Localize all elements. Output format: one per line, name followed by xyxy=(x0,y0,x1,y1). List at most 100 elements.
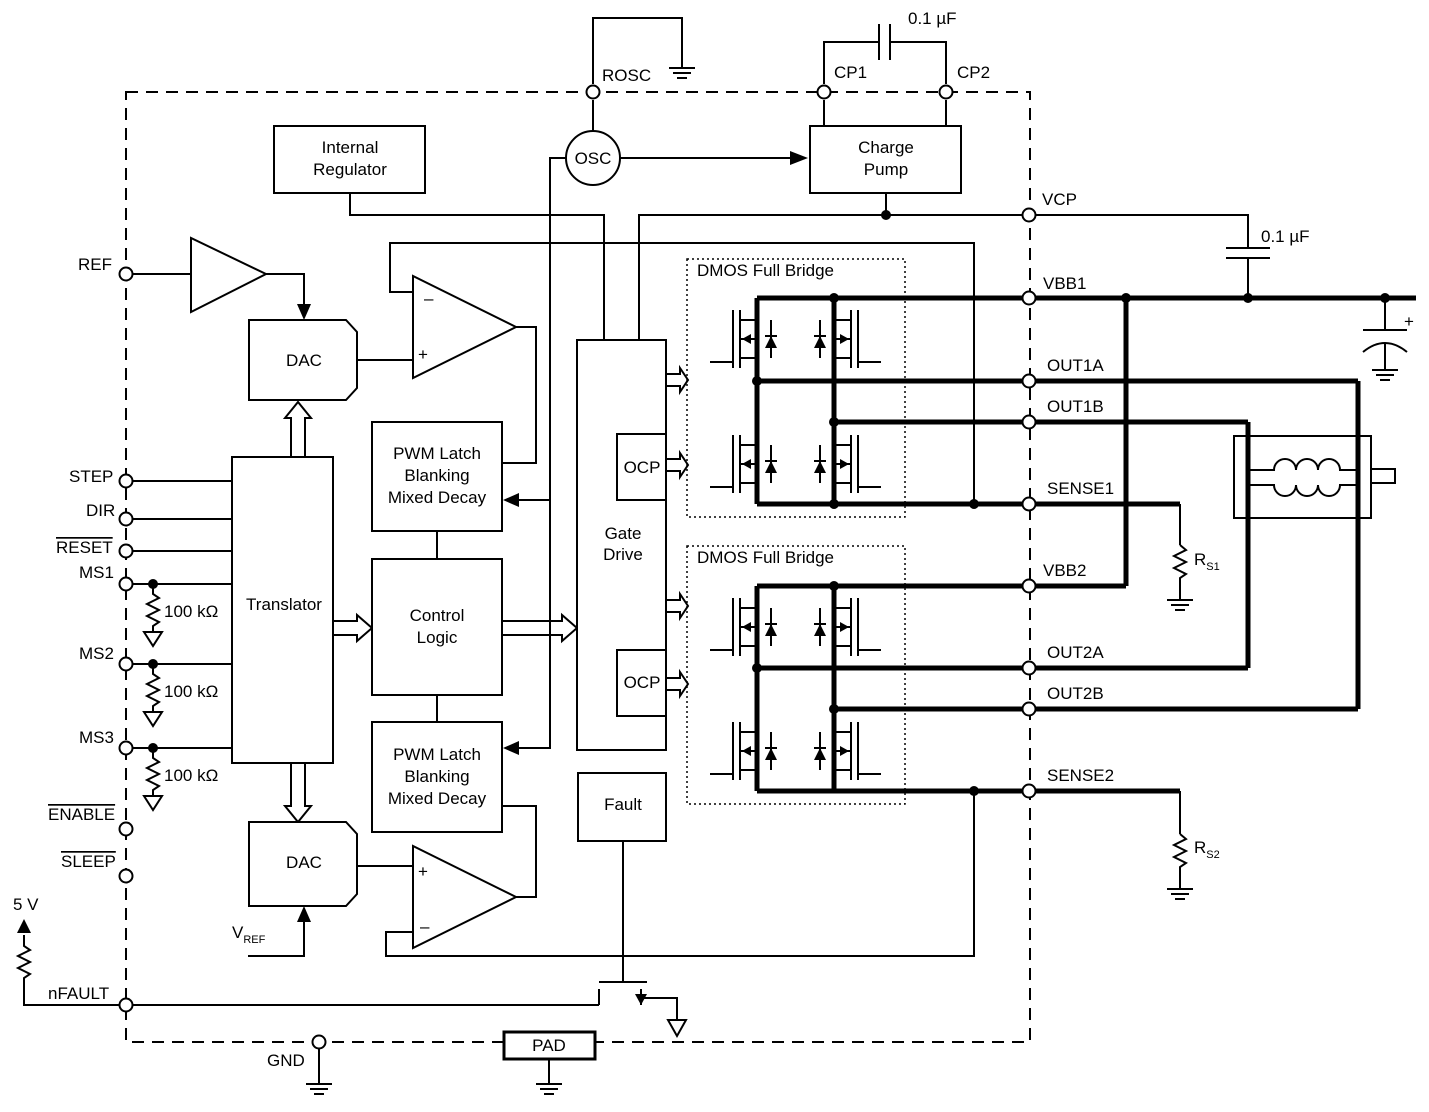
ocp2-label: OCP xyxy=(624,673,661,692)
resistor-icon xyxy=(144,748,162,796)
control-label-1: Control xyxy=(410,606,465,625)
out2a-label: OUT2A xyxy=(1047,643,1104,662)
sense1-label: SENSE1 xyxy=(1047,479,1114,498)
cp-capacitor xyxy=(823,24,947,126)
vcp-pin xyxy=(1021,207,1037,223)
gnd-pin xyxy=(311,1034,327,1050)
internal-regulator-block xyxy=(273,125,426,194)
rs2-resistor xyxy=(1167,791,1193,900)
cp2-pin xyxy=(938,84,954,100)
sense2-label: SENSE2 xyxy=(1047,766,1114,785)
gate-output-arrows xyxy=(665,364,690,700)
cp1-label: CP1 xyxy=(834,63,867,82)
comp-top-minus: – xyxy=(424,289,434,308)
pwm-bot-l3: Mixed Decay xyxy=(388,789,487,808)
ms3-label: MS3 xyxy=(79,728,114,747)
bulk-capacitor xyxy=(1362,298,1408,381)
resistor-icon xyxy=(15,935,33,984)
control-logic-block xyxy=(371,558,503,696)
vbb1-label: VBB1 xyxy=(1043,274,1086,293)
regulator-label-1: Internal xyxy=(322,138,379,157)
cp2-label: CP2 xyxy=(957,63,990,82)
osc-to-pwm-wire xyxy=(549,157,566,500)
coil2-icon xyxy=(1248,484,1358,497)
bulk-cap-polarity: + xyxy=(1404,312,1414,331)
dir-pin xyxy=(118,511,134,527)
step-label: STEP xyxy=(69,467,113,486)
pwm-top-l3: Mixed Decay xyxy=(388,488,487,507)
pullup-network xyxy=(15,919,119,1006)
step-pin xyxy=(118,473,134,489)
out2b-label: OUT2B xyxy=(1047,684,1104,703)
bus-arrow-icon xyxy=(282,762,314,824)
resistor-icon xyxy=(144,664,162,712)
fault-label: Fault xyxy=(604,795,642,814)
bridge2-boundary xyxy=(686,545,906,805)
sense1-pin xyxy=(1021,496,1037,512)
pwm-bot-l1: PWM Latch xyxy=(393,745,481,764)
sense2-pin xyxy=(1021,783,1037,799)
pwm-bot-l2: Blanking xyxy=(404,767,469,786)
junction-dot xyxy=(829,417,839,427)
out2b-pin xyxy=(1021,701,1037,717)
rs1-resistor xyxy=(1167,504,1193,611)
r-ms1-label: 100 kΩ xyxy=(164,602,218,621)
pwm-latch-top-block xyxy=(371,421,503,532)
charge-pump-block xyxy=(809,125,962,194)
translator-label: Translator xyxy=(246,595,322,614)
gnd-label: GND xyxy=(267,1051,305,1070)
out2a-pin xyxy=(1021,660,1037,676)
enable-pin xyxy=(118,821,134,837)
cap-cp-label: 0.1 µF xyxy=(908,9,957,28)
sleep-pin xyxy=(118,868,134,884)
coil1-icon xyxy=(1248,458,1358,471)
translator-block xyxy=(231,456,334,764)
ground-icon xyxy=(142,631,164,648)
vcp-network xyxy=(638,193,1270,340)
rs2-label: RS2 xyxy=(1194,838,1220,861)
rosc-pin xyxy=(585,84,601,100)
fault-transistor xyxy=(133,841,688,1039)
junction-dot xyxy=(829,499,839,509)
sense2-feedback-wire xyxy=(385,791,975,957)
charge-pump-label-2: Pump xyxy=(864,160,908,179)
dac-bottom-label: DAC xyxy=(286,853,322,872)
junction-dot xyxy=(752,663,762,673)
sense1-feedback-wire xyxy=(389,242,975,504)
pad-label: PAD xyxy=(532,1036,566,1055)
comp-top-plus: + xyxy=(418,345,428,364)
arrow-icon xyxy=(503,493,519,507)
motor-shaft xyxy=(1370,468,1396,484)
control-label-2: Logic xyxy=(417,628,458,647)
arrow-icon xyxy=(297,906,311,922)
stepper-motor xyxy=(1233,435,1372,519)
bridge1-boundary xyxy=(686,258,906,518)
comparator-bottom xyxy=(412,844,519,950)
dac-bottom-block xyxy=(248,821,358,907)
ref-buffer xyxy=(190,236,269,314)
reset-pin xyxy=(118,543,134,559)
ground-icon xyxy=(142,711,164,728)
arrow-icon xyxy=(17,919,31,933)
r-ms2-label: 100 kΩ xyxy=(164,682,218,701)
out1a-pin xyxy=(1021,373,1037,389)
ref-pin xyxy=(118,266,134,282)
ref-label: REF xyxy=(78,255,112,274)
vref-label: VREF xyxy=(232,923,266,946)
ms1-label: MS1 xyxy=(79,563,114,582)
vcp-label: VCP xyxy=(1042,190,1077,209)
vbb2-pin xyxy=(1021,578,1037,594)
vbb2-label: VBB2 xyxy=(1043,561,1086,580)
ocp1-label: OCP xyxy=(624,458,661,477)
junction-dot xyxy=(829,704,839,714)
ms3-pin xyxy=(118,740,134,756)
out1b-label: OUT1B xyxy=(1047,397,1104,416)
junction-dot xyxy=(1121,293,1131,303)
arrow-icon xyxy=(790,151,808,165)
enable-label: ENABLE xyxy=(48,805,115,824)
rs1-label: RS1 xyxy=(1194,550,1220,573)
ocp1-block xyxy=(616,433,667,501)
dir-label: DIR xyxy=(86,501,115,520)
comp-bot-minus: – xyxy=(420,917,430,936)
